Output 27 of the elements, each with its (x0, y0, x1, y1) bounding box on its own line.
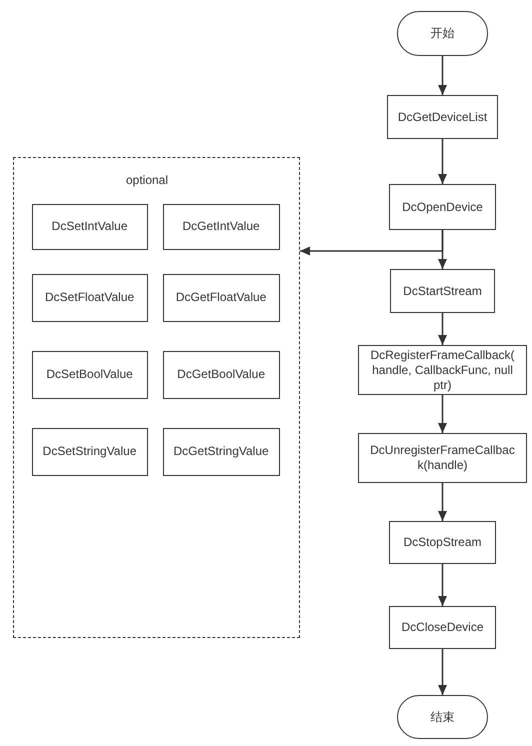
process-box: DcUnregisterFrameCallbac k(handle) (358, 433, 527, 483)
process-box: DcGetStringValue (162, 428, 280, 476)
process-box: DcSetStringValue (32, 428, 148, 476)
arrow (438, 649, 447, 695)
process-box: DcGetDeviceList (387, 95, 498, 139)
arrow (438, 564, 447, 606)
terminal-box: 开始 (397, 11, 488, 56)
arrow (300, 230, 444, 256)
process-box: DcOpenDevice (389, 184, 496, 230)
process-box: DcCloseDevice (389, 606, 496, 649)
terminal-box: 结束 (397, 695, 488, 739)
process-box: DcGetBoolValue (162, 350, 280, 399)
arrow (438, 483, 447, 521)
group-title: optional (124, 173, 170, 188)
process-box: DcStopStream (389, 521, 496, 564)
process-box: DcSetBoolValue (32, 350, 148, 399)
process-box: DcGetFloatValue (162, 274, 280, 322)
arrow (438, 313, 447, 345)
process-box: DcRegisterFrameCallback( handle, CallbackFunc, null ptr) (358, 345, 527, 395)
process-box: DcGetIntValue (162, 204, 280, 250)
process-box: DcSetIntValue (32, 204, 148, 250)
process-box: DcStartStream (390, 269, 495, 313)
process-box: DcSetFloatValue (32, 274, 148, 322)
dashed-group-box (13, 157, 300, 638)
arrow (438, 139, 447, 184)
arrow (438, 56, 447, 95)
arrow (438, 395, 447, 433)
